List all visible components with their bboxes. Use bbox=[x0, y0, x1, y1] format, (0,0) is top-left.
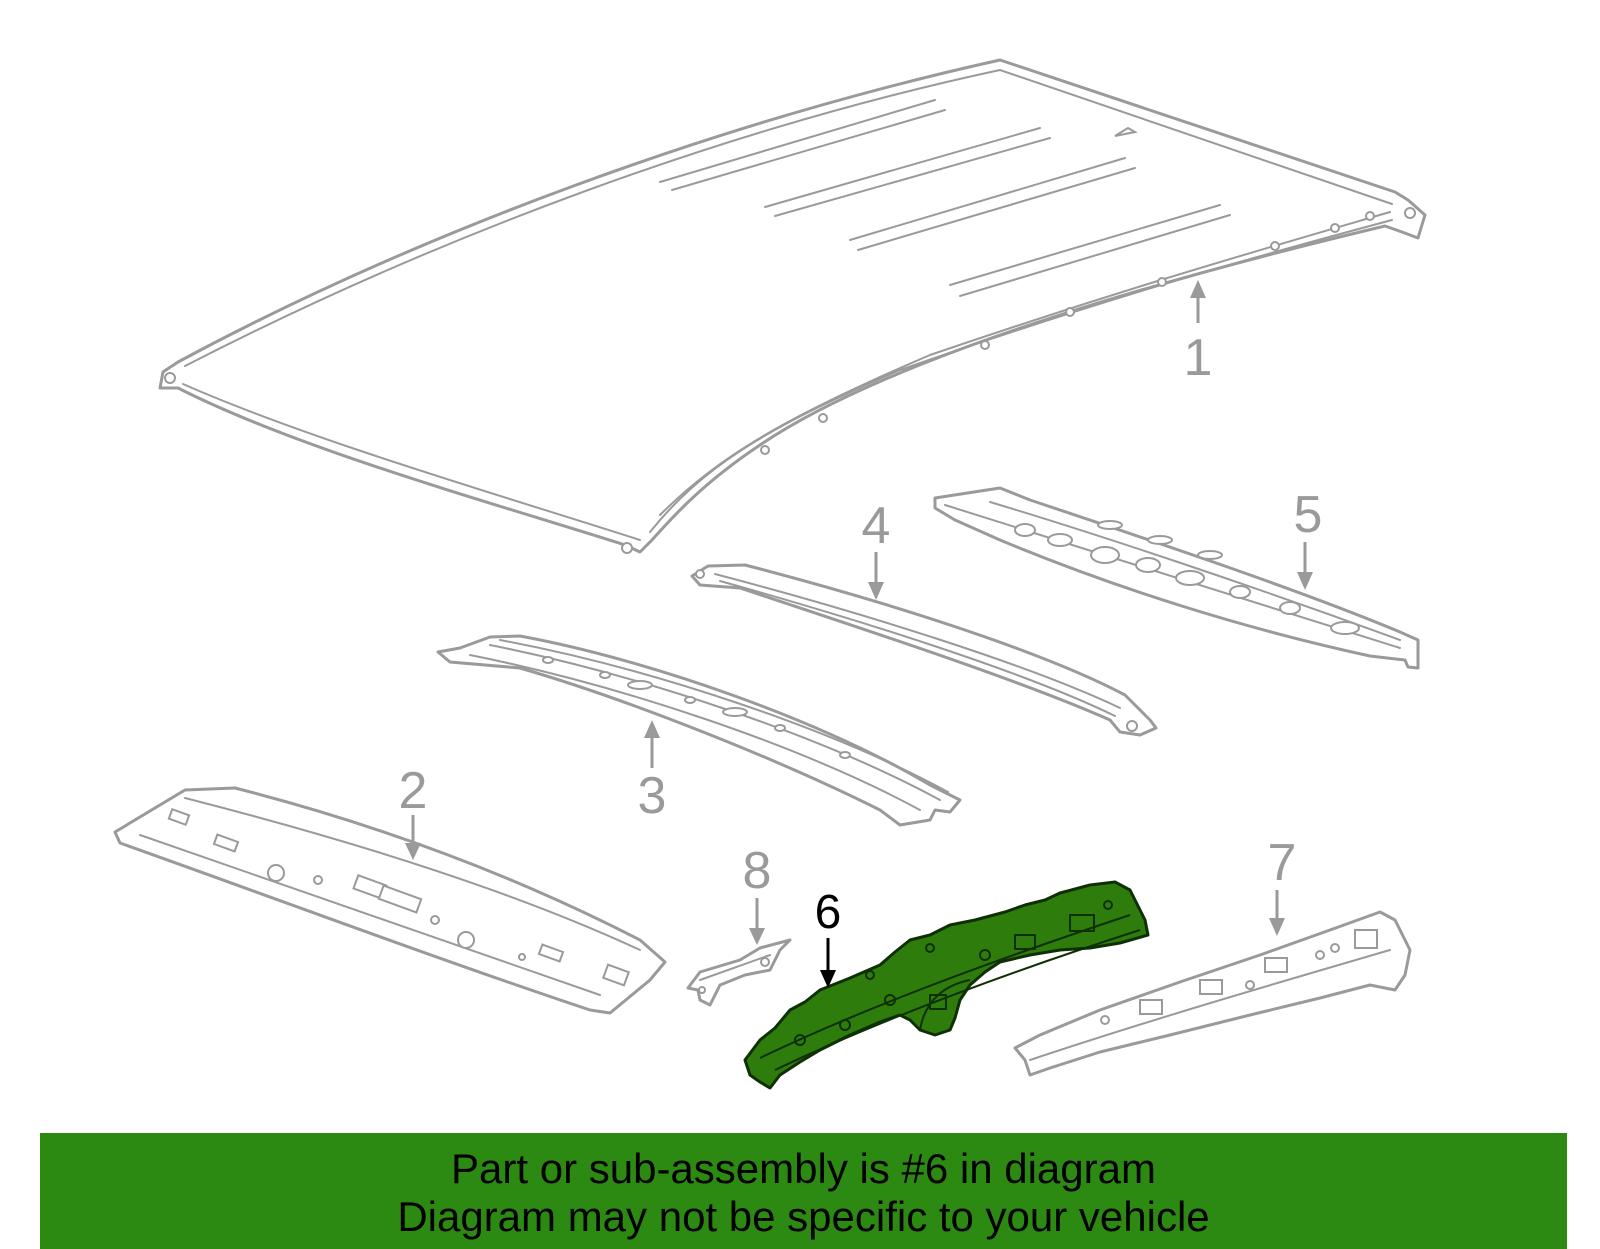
svg-text:1: 1 bbox=[1184, 329, 1213, 387]
callout-8: 8 bbox=[743, 842, 772, 945]
callout-3: 3 bbox=[638, 720, 667, 825]
roof-rail-part-6-highlighted bbox=[743, 880, 1150, 1090]
callout-1: 1 bbox=[1184, 280, 1213, 387]
callout-6: 6 bbox=[815, 886, 842, 988]
roof-panel-part-1 bbox=[158, 58, 1427, 554]
outer-rail-part-7 bbox=[1013, 910, 1412, 1077]
roof-bow-part-4 bbox=[690, 563, 1158, 737]
banner-line-part-number: Part or sub-assembly is #6 in diagram bbox=[451, 1145, 1156, 1192]
front-header-part-3 bbox=[436, 634, 962, 827]
bracket-part-8 bbox=[686, 938, 792, 1007]
svg-text:4: 4 bbox=[862, 497, 891, 555]
callout-5: 5 bbox=[1294, 486, 1323, 590]
svg-text:2: 2 bbox=[399, 762, 428, 820]
svg-text:8: 8 bbox=[743, 842, 772, 900]
info-banner: Part or sub-assembly is #6 in diagram Di… bbox=[40, 1133, 1567, 1249]
svg-text:3: 3 bbox=[638, 767, 667, 825]
svg-text:7: 7 bbox=[1268, 834, 1297, 892]
rear-header-part-5 bbox=[933, 486, 1420, 670]
callout-2: 2 bbox=[399, 762, 428, 860]
svg-text:6: 6 bbox=[815, 886, 842, 939]
banner-line-disclaimer: Diagram may not be specific to your vehi… bbox=[397, 1193, 1210, 1240]
callout-4: 4 bbox=[862, 497, 891, 600]
callout-7: 7 bbox=[1268, 834, 1297, 936]
svg-text:5: 5 bbox=[1294, 486, 1323, 544]
panel-part-2 bbox=[113, 786, 667, 1015]
